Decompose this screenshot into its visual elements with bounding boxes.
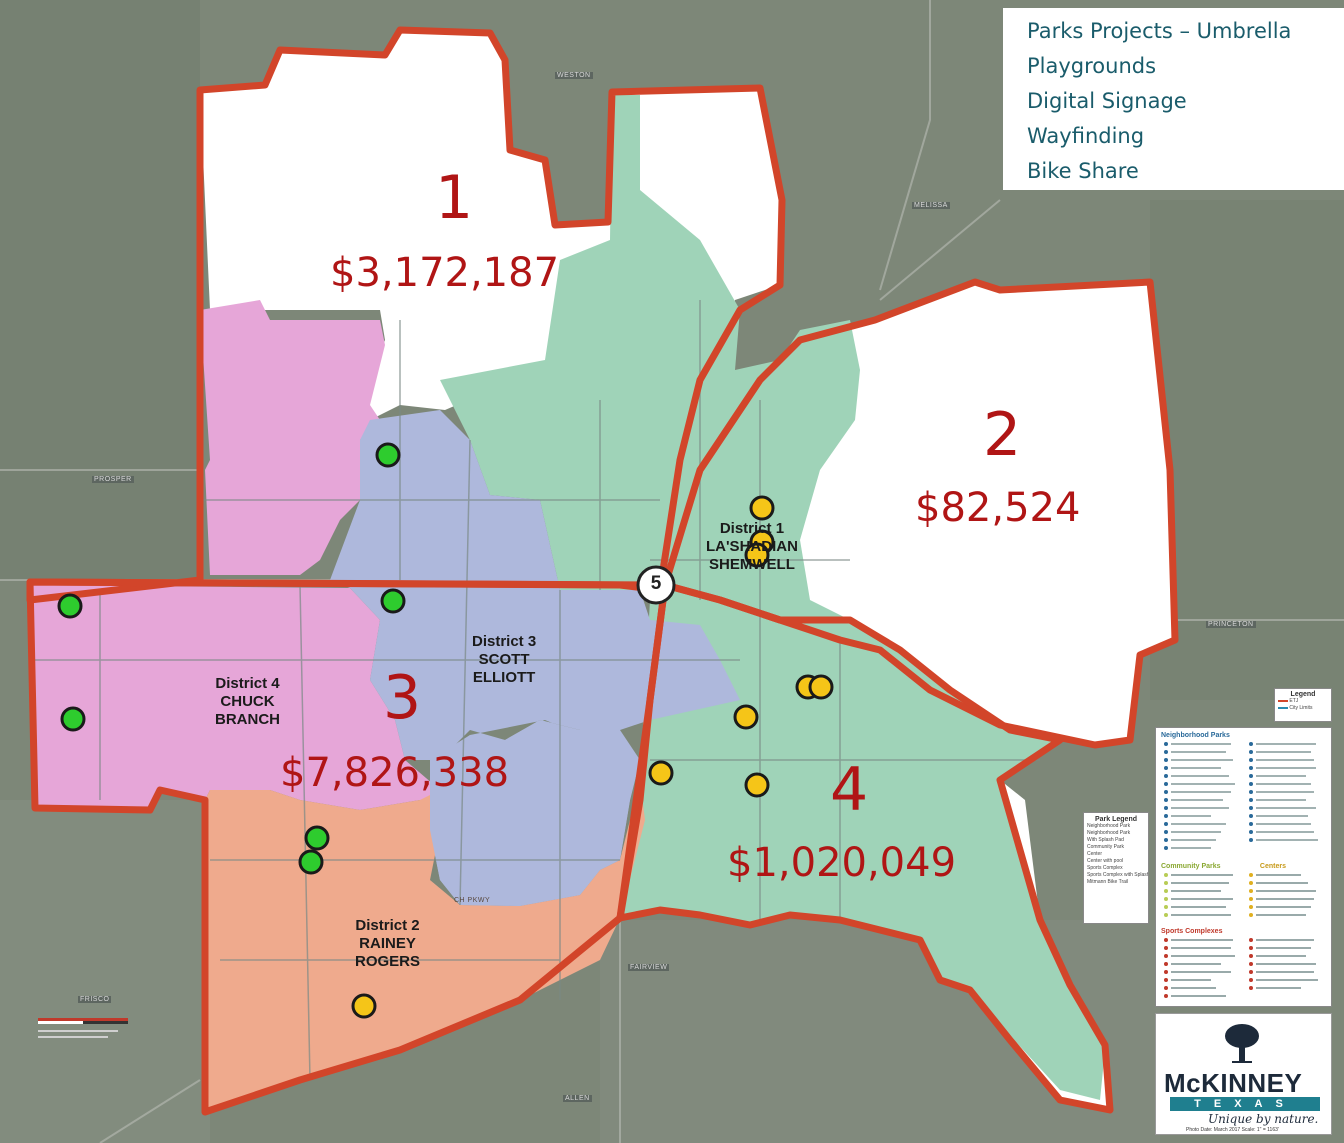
- yellow-markers: [351, 495, 834, 1019]
- highway-shield: [636, 565, 676, 605]
- road-label-melissa: MELISSA: [912, 202, 950, 209]
- council-label-line: District 1: [719, 520, 785, 537]
- park-legend-item: Center with pool: [1087, 858, 1124, 864]
- road-label-allen: ALLEN: [563, 1095, 592, 1102]
- logo-tagline: Unique by nature.: [1208, 1112, 1319, 1126]
- yellow-marker: [744, 772, 770, 798]
- park-legend-item: Mitmann Bike Trail: [1087, 879, 1129, 885]
- tree-icon: [1225, 1024, 1259, 1063]
- council-label-line: RAINEY: [359, 935, 416, 952]
- yellow-marker: [808, 674, 834, 700]
- logo-footer: Photo Date: March 2017 Scale: 1" = 1163': [1186, 1127, 1279, 1133]
- yellow-marker: [351, 993, 377, 1019]
- green-marker: [304, 825, 330, 851]
- highway-shield-number: 5: [650, 573, 662, 594]
- park-legend: Park Legend Neighborhood Park Neighborho…: [1083, 812, 1149, 924]
- road-label-weston: WESTON: [555, 72, 593, 79]
- council-label-line: District 3: [472, 633, 537, 650]
- road-label-chpkwy: CH PKWY: [454, 897, 491, 904]
- district-boundaries: [26, 26, 1179, 1116]
- mckinney-logo: McKINNEY TEXAS Unique by nature. Photo D…: [1155, 1013, 1332, 1135]
- council-label-district-1: District 1 LA'SHADIAN SHEMWELL: [706, 520, 798, 574]
- road-label-fairview: FAIRVIEW: [628, 964, 670, 971]
- project-item: Playgrounds: [1027, 54, 1157, 78]
- park-legend-item: Sports Complex with Splash Pad: [1087, 872, 1149, 878]
- yellow-marker: [733, 704, 759, 730]
- logo-state: TEXAS: [1170, 1097, 1320, 1111]
- parks-list-panel: Neighborhood Parks: [1155, 727, 1332, 1007]
- district-2-number: 2: [983, 400, 1022, 470]
- council-label-line: BRANCH: [215, 711, 280, 728]
- district-1-number: 1: [435, 163, 474, 233]
- map-legend-city-label: City Limits: [1289, 705, 1313, 711]
- council-label-line: ELLIOTT: [472, 669, 536, 686]
- park-legend-item: Neighborhood Park: [1087, 823, 1131, 829]
- green-markers: [57, 442, 406, 875]
- district-2-boundary: [661, 278, 1179, 749]
- park-legend-item: Center: [1087, 851, 1103, 857]
- district-4-amount: $1,020,049: [727, 840, 957, 886]
- pink-zone-west: [30, 585, 460, 810]
- map-legend-etj: ETJ: [1278, 698, 1328, 705]
- map-legend: Legend ETJ City Limits: [1274, 688, 1332, 722]
- parks-list-community-title: Community Parks: [1161, 863, 1221, 870]
- park-legend-item: With Splash Pad: [1087, 837, 1124, 843]
- council-label-district-4: District 4 CHUCK BRANCH: [215, 675, 280, 729]
- parks-list-sports-title: Sports Complexes: [1161, 928, 1223, 935]
- green-marker: [60, 706, 86, 732]
- blue-zone: [330, 410, 740, 906]
- council-label-line: SHEMWELL: [709, 556, 795, 573]
- council-label-line: District 4: [215, 675, 280, 692]
- project-item: Bike Share: [1027, 159, 1139, 183]
- district-4-boundary: [616, 581, 1114, 1114]
- yellow-marker: [749, 495, 775, 521]
- council-label-line: SCOTT: [478, 651, 530, 668]
- council-label-line: CHUCK: [220, 693, 275, 710]
- green-marker: [375, 442, 401, 468]
- parks-list-neighborhood-title: Neighborhood Parks: [1161, 732, 1230, 739]
- district-3-amount: $7,826,338: [280, 750, 510, 796]
- road-label-princeton: PRINCETON: [1206, 621, 1256, 628]
- park-legend-item: Community Park: [1087, 844, 1124, 850]
- yellow-marker: [648, 760, 674, 786]
- parks-list-sports-rows: [1164, 938, 1318, 998]
- project-item: Parks Projects – Umbrella: [1027, 19, 1292, 43]
- map-legend-etj-label: ETJ: [1289, 698, 1299, 704]
- road-label-frisco: FRISCO: [78, 996, 112, 1003]
- council-label-line: LA'SHADIAN: [706, 538, 798, 555]
- projects-list: Parks Projects – Umbrella Playgrounds Di…: [1003, 8, 1344, 190]
- district-4-number: 4: [830, 755, 869, 825]
- street-network: [30, 300, 1040, 1081]
- yellow-marker: [744, 542, 770, 568]
- green-marker: [57, 593, 83, 619]
- map-legend-title: Legend: [1290, 691, 1316, 698]
- road-label-prosper: PROSPER: [92, 476, 134, 483]
- park-legend-title: Park Legend: [1094, 816, 1137, 823]
- green-marker: [298, 849, 324, 875]
- parks-list-neighborhood-rows: [1164, 742, 1318, 850]
- project-item: Digital Signage: [1027, 89, 1187, 113]
- council-label-line: ROGERS: [355, 953, 421, 970]
- district-3-number: 3: [383, 663, 422, 733]
- park-legend-item: Sports Complex: [1087, 865, 1123, 871]
- parks-list-community-rows: [1164, 873, 1316, 917]
- council-label-district-3: District 3 SCOTT ELLIOTT: [472, 633, 536, 687]
- council-label-district-2: District 2 RAINEY ROGERS: [355, 917, 420, 971]
- scale-bar: [38, 1018, 128, 1038]
- logo-name: McKINNEY: [1164, 1068, 1303, 1098]
- park-legend-item: Neighborhood Park: [1087, 830, 1131, 836]
- parks-list-centers-title: Centers: [1259, 863, 1286, 870]
- map-legend-city: City Limits: [1278, 705, 1328, 712]
- council-label-line: District 2: [355, 917, 420, 934]
- green-marker: [380, 588, 406, 614]
- project-item: Wayfinding: [1027, 124, 1145, 148]
- green-zone: [440, 95, 1105, 1100]
- district-2-amount: $82,524: [915, 485, 1081, 531]
- pink-zone-north: [200, 300, 385, 575]
- district-1-amount: $3,172,187: [330, 250, 560, 296]
